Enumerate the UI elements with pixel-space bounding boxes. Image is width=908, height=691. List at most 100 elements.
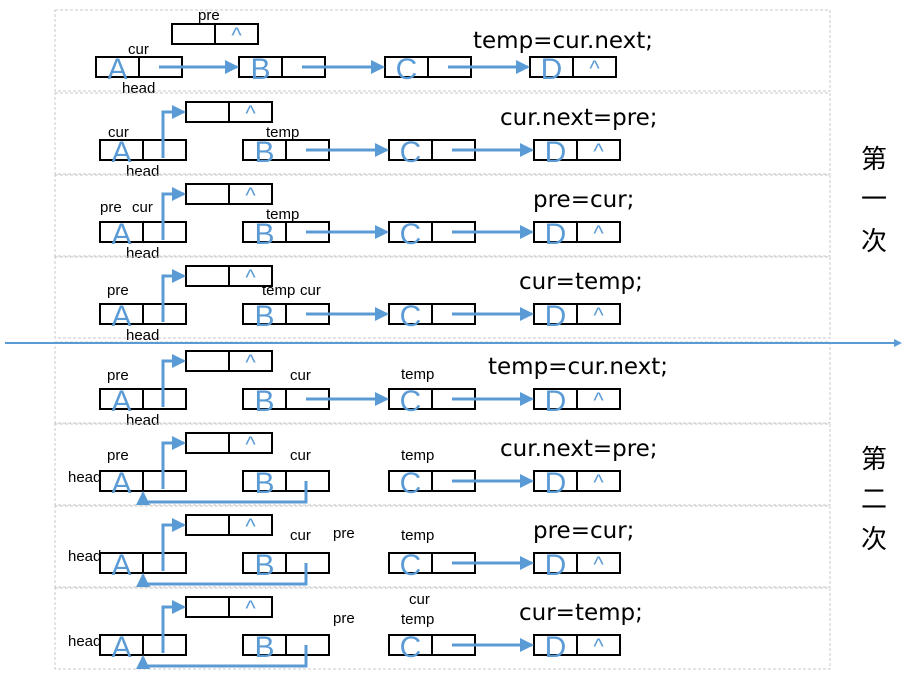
step-panel xyxy=(54,174,831,257)
node-C: C xyxy=(388,631,476,664)
null-caret-icon: ^ xyxy=(593,634,604,659)
node-letter: B xyxy=(254,385,274,418)
step-equation: pre=cur; xyxy=(533,518,634,544)
step-panel xyxy=(54,341,831,424)
null-caret-icon: ^ xyxy=(245,432,256,457)
pointer-label-temp: temp xyxy=(401,447,434,464)
null-node: ^ xyxy=(185,350,273,375)
node-letter: C xyxy=(400,136,422,169)
pointer-label-head: head xyxy=(68,469,101,486)
step-panel xyxy=(54,423,831,506)
step-equation: cur=temp; xyxy=(519,269,643,295)
null-caret-icon: ^ xyxy=(593,470,604,495)
pointer-label-pre: pre xyxy=(333,525,355,542)
node-C: C xyxy=(388,385,476,418)
null-node: ^ xyxy=(185,265,273,290)
null-node: ^ xyxy=(185,432,273,457)
node-B: B xyxy=(242,467,330,500)
node-letter: C xyxy=(400,385,422,418)
null-caret-icon: ^ xyxy=(593,303,604,328)
node-letter: A xyxy=(111,300,131,333)
pointer-label-head: head xyxy=(122,80,155,97)
arrow-B-to-A xyxy=(136,645,308,669)
pointer-label-pre: pre xyxy=(333,610,355,627)
iteration-label-char: 第 xyxy=(861,145,887,175)
pointer-label-pre: pre xyxy=(198,7,220,24)
pointer-label-cur: cur xyxy=(409,591,430,608)
node-letter: D xyxy=(545,385,567,418)
node-C: C xyxy=(384,53,472,86)
step-panel xyxy=(54,505,831,588)
node-letter: B xyxy=(254,218,274,251)
node-letter: D xyxy=(545,631,567,664)
null-caret-icon: ^ xyxy=(245,596,256,621)
iteration-label-char: 二 xyxy=(861,485,887,515)
step-panel xyxy=(54,587,831,670)
null-caret-icon: ^ xyxy=(245,350,256,375)
node-letter: B xyxy=(254,136,274,169)
arrow-A-to-null xyxy=(161,600,186,653)
pointer-label-temp: temp xyxy=(266,124,299,141)
node-letter: A xyxy=(111,631,131,664)
node-A: A xyxy=(99,300,187,333)
iteration-label-char: 次 xyxy=(861,227,887,257)
node-D: D^ xyxy=(533,385,621,418)
pointer-label-head: head xyxy=(68,548,101,565)
null-node: ^ xyxy=(185,596,273,621)
node-letter: C xyxy=(400,218,422,251)
node-B: B xyxy=(242,300,330,333)
null-caret-icon: ^ xyxy=(593,552,604,577)
arrow-A-to-null xyxy=(161,518,186,571)
node-letter: C xyxy=(400,300,422,333)
node-letter: C xyxy=(400,549,422,582)
null-caret-icon: ^ xyxy=(245,183,256,208)
null-caret-icon: ^ xyxy=(593,221,604,246)
step-equation: temp=cur.next; xyxy=(488,354,668,380)
arrow-B-to-A xyxy=(136,481,308,505)
node-letter: A xyxy=(111,467,131,500)
pointer-label-pre: pre xyxy=(107,367,129,384)
node-C: C xyxy=(388,136,476,169)
arrow-A-to-null xyxy=(161,354,186,407)
null-caret-icon: ^ xyxy=(245,265,256,290)
step-panel xyxy=(54,256,831,339)
node-letter: C xyxy=(400,467,422,500)
pointer-label-temp: temp xyxy=(401,527,434,544)
node-letter: B xyxy=(250,53,270,86)
step-panel xyxy=(54,9,831,92)
node-letter: D xyxy=(541,53,563,86)
step-equation: pre=cur; xyxy=(533,187,634,213)
node-letter: A xyxy=(111,218,131,251)
pointer-label-temp: temp xyxy=(266,206,299,223)
pointer-label-head: head xyxy=(68,633,101,650)
pointer-label-cur: cur xyxy=(128,41,149,58)
pointer-label-head: head xyxy=(126,245,159,262)
pointer-label-head: head xyxy=(126,163,159,180)
node-C: C xyxy=(388,218,476,251)
node-C: C xyxy=(388,300,476,333)
node-letter: B xyxy=(254,631,274,664)
node-D: D^ xyxy=(533,218,621,251)
null-caret-icon: ^ xyxy=(231,23,242,48)
node-D: D^ xyxy=(533,136,621,169)
pointer-label-cur: cur xyxy=(108,124,129,141)
node-C: C xyxy=(388,467,476,500)
node-letter: A xyxy=(107,53,127,86)
pointer-label-cur: cur xyxy=(290,527,311,544)
iteration-label-char: 第 xyxy=(861,445,887,475)
null-caret-icon: ^ xyxy=(589,56,600,81)
node-B: B xyxy=(242,385,330,418)
step-equation: temp=cur.next; xyxy=(473,28,653,54)
pointer-label-pre: pre xyxy=(107,282,129,299)
node-letter: D xyxy=(545,218,567,251)
iteration-label-char: 次 xyxy=(861,525,887,555)
node-D: D^ xyxy=(529,53,617,86)
step-equation: cur.next=pre; xyxy=(500,436,658,462)
pointer-label-temp: temp xyxy=(401,611,434,628)
iteration-label-char: 一 xyxy=(861,185,887,215)
node-A: A xyxy=(99,385,187,418)
node-letter: B xyxy=(254,549,274,582)
arrow-A-to-null xyxy=(161,187,186,240)
